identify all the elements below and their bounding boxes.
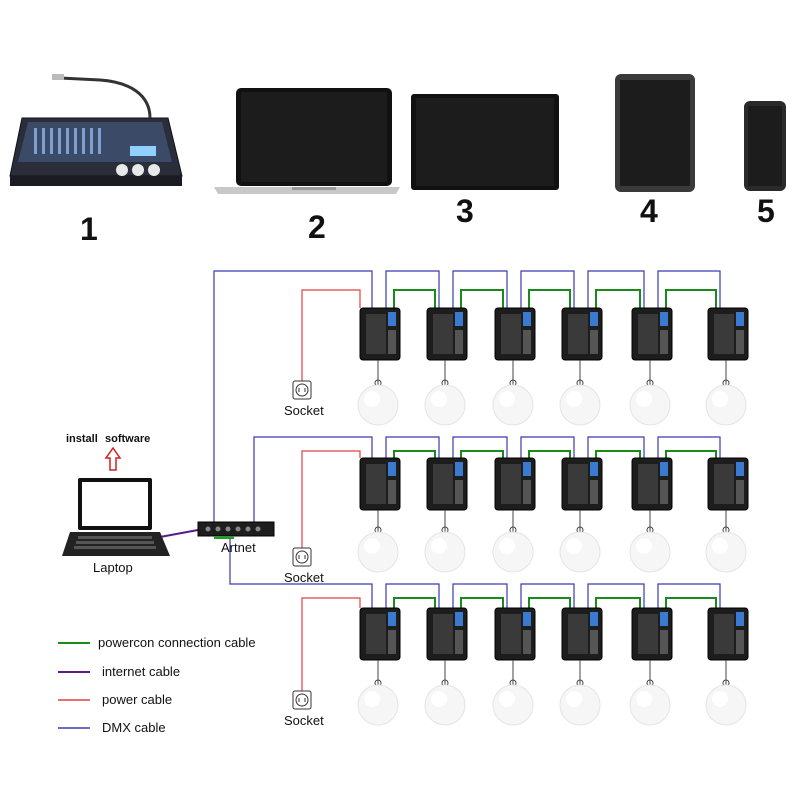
socket-icon <box>292 690 312 710</box>
powercon-link <box>665 289 717 308</box>
dmx-link <box>452 436 508 458</box>
upload-arrow-icon <box>104 446 122 471</box>
legend-label-internet: internet cable <box>102 664 180 679</box>
light-fixture <box>357 607 401 726</box>
powercon-link <box>528 597 571 608</box>
lighting-console-icon <box>9 74 183 186</box>
dmx-link <box>385 436 440 458</box>
light-fixture <box>559 307 603 426</box>
legend-label-powercon: powercon connection cable <box>98 635 256 650</box>
socket-icon <box>292 380 312 400</box>
light-fixture <box>424 307 468 426</box>
software-label: software <box>105 433 150 445</box>
powercon-link <box>393 597 436 608</box>
dmx-link <box>657 583 721 608</box>
light-fixture <box>705 607 749 726</box>
dmx-link <box>657 270 721 308</box>
light-fixture <box>705 307 749 426</box>
light-fixture <box>629 307 673 426</box>
powercon-link <box>665 597 717 608</box>
power-link <box>301 450 361 548</box>
powercon-link <box>460 597 504 608</box>
device-number-4: 4 <box>640 193 658 229</box>
dmx-link <box>520 436 575 458</box>
light-fixture <box>629 457 673 573</box>
powercon-link <box>595 289 641 308</box>
light-fixture <box>424 607 468 726</box>
socket-label: Socket <box>284 403 324 418</box>
dmx-link <box>587 583 645 608</box>
cable-layer <box>159 270 721 691</box>
powercon-link <box>460 450 504 458</box>
dmx-link <box>452 583 508 608</box>
powercon-link <box>665 450 717 458</box>
laptop-label: Laptop <box>93 560 133 575</box>
powercon-link <box>595 597 641 608</box>
dmx-link <box>657 436 721 458</box>
power-cable <box>301 289 361 691</box>
dmx-link <box>520 583 575 608</box>
powercon-cable <box>393 289 717 608</box>
artnet-label: Artnet <box>221 540 256 555</box>
dmx-cable <box>213 270 721 608</box>
legend-label-dmx: DMX cable <box>102 720 166 735</box>
powercon-link <box>393 450 436 458</box>
light-fixture <box>357 307 401 426</box>
power-link <box>301 289 361 381</box>
dmx-trunk <box>253 436 373 522</box>
dmx-trunk <box>229 536 373 608</box>
device-number-5: 5 <box>757 193 775 229</box>
dmx-link <box>385 270 440 308</box>
powercon-link <box>595 450 641 458</box>
light-fixture <box>705 457 749 573</box>
install-label: install <box>66 433 98 445</box>
light-fixture <box>492 457 536 573</box>
legend-label-power: power cable <box>102 692 172 707</box>
laptop-icon <box>214 88 400 194</box>
powercon-link <box>528 450 571 458</box>
artnet-node <box>197 521 275 539</box>
internet-cable <box>159 529 199 538</box>
light-fixture <box>559 457 603 573</box>
dmx-link <box>587 436 645 458</box>
power-link <box>301 597 361 691</box>
fixture-grid <box>357 307 749 726</box>
light-fixture <box>357 457 401 573</box>
device-number-3: 3 <box>456 193 474 229</box>
powercon-link <box>393 289 436 308</box>
laptop-with-software <box>62 478 170 556</box>
device-number-1: 1 <box>80 211 98 247</box>
dmx-link <box>385 583 440 608</box>
smartphone-icon <box>744 101 786 191</box>
socket-label: Socket <box>284 570 324 585</box>
powercon-link <box>460 289 504 308</box>
device-number-2: 2 <box>308 209 326 245</box>
light-fixture <box>559 607 603 726</box>
powercon-link <box>528 289 571 308</box>
internet-link <box>159 529 199 538</box>
monitor-icon <box>411 94 559 190</box>
dmx-link <box>520 270 575 308</box>
light-fixture <box>629 607 673 726</box>
dmx-trunk <box>213 270 373 522</box>
light-fixture <box>424 457 468 573</box>
dmx-link <box>452 270 508 308</box>
tablet-icon <box>615 74 695 192</box>
socket-label: Socket <box>284 713 324 728</box>
socket-icon <box>292 547 312 567</box>
dmx-link <box>587 270 645 308</box>
light-fixture <box>492 307 536 426</box>
legend: powercon connection cable internet cable… <box>58 635 256 735</box>
light-fixture <box>492 607 536 726</box>
